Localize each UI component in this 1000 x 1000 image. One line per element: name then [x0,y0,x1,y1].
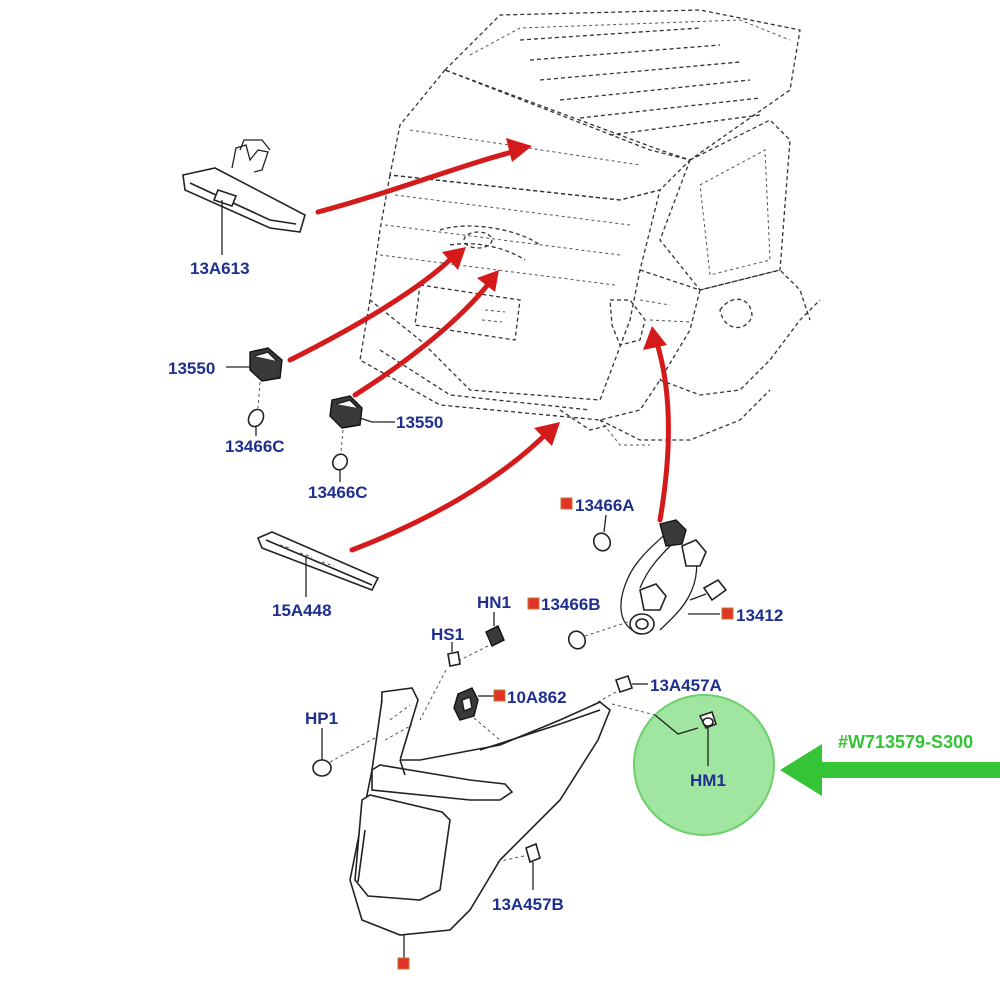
part-13A457B-grommet [495,842,541,890]
arrow-15A448 [349,429,551,553]
green-pointer-arrow [780,744,1000,796]
label-part-number: #W713579-S300 [838,732,973,752]
part-13466B-bulb [567,621,629,650]
label-HN1: HN1 [477,593,511,612]
label-13466C-b: 13466C [308,483,368,502]
label-15A448: 15A448 [272,601,332,620]
label-HS1: HS1 [431,625,464,644]
marker-13412 [721,607,734,620]
highlight-HM1 [611,694,775,836]
label-13466A: 13466A [575,496,635,515]
label-13466C-a: 13466C [225,437,285,456]
part-labels: 13A613 13550 13466C 13550 13466C 15A448 … [168,259,973,914]
red-assembly-arrows [287,138,672,553]
marker-10A862 [493,689,506,702]
part-15A448-reflector-bar [256,531,380,597]
marker-tail-lamp [397,957,410,970]
label-10A862: 10A862 [507,688,567,707]
marker-13466B [527,597,540,610]
arrow-13A613 [315,147,523,215]
label-HM1: HM1 [690,771,726,790]
part-13466A-bulb [592,514,612,552]
part-HS1-screw [419,642,461,721]
label-13466B: 13466B [541,595,601,614]
part-13A613-high-mount-lamp [182,139,306,255]
arrow-13466A [653,337,672,523]
vehicle-rear-outline [359,9,821,446]
part-13A457A-grommet [579,674,648,713]
part-13550-license-lamp-a [226,347,283,409]
part-HN1-nut [459,612,505,661]
part-13412-wiring-harness [620,519,728,635]
part-10A862-clip [453,687,501,741]
label-13412: 13412 [736,606,783,625]
part-13550-license-lamp-b [329,395,395,453]
label-13550-b: 13550 [396,413,443,432]
part-13466C-bulb-a [247,408,265,436]
label-13A613: 13A613 [190,259,250,278]
arrow-13550-right [352,279,493,398]
red-markers [397,497,734,970]
label-13550-a: 13550 [168,359,215,378]
part-HP1-pin [312,728,391,777]
label-13A457A: 13A457A [650,676,722,695]
arrow-13550-left [287,252,458,363]
label-HP1: HP1 [305,709,338,728]
part-13466C-bulb-b [331,453,349,482]
label-13A457B: 13A457B [492,895,564,914]
marker-13466A [560,497,573,510]
tail-lamp-assembly [349,687,611,958]
